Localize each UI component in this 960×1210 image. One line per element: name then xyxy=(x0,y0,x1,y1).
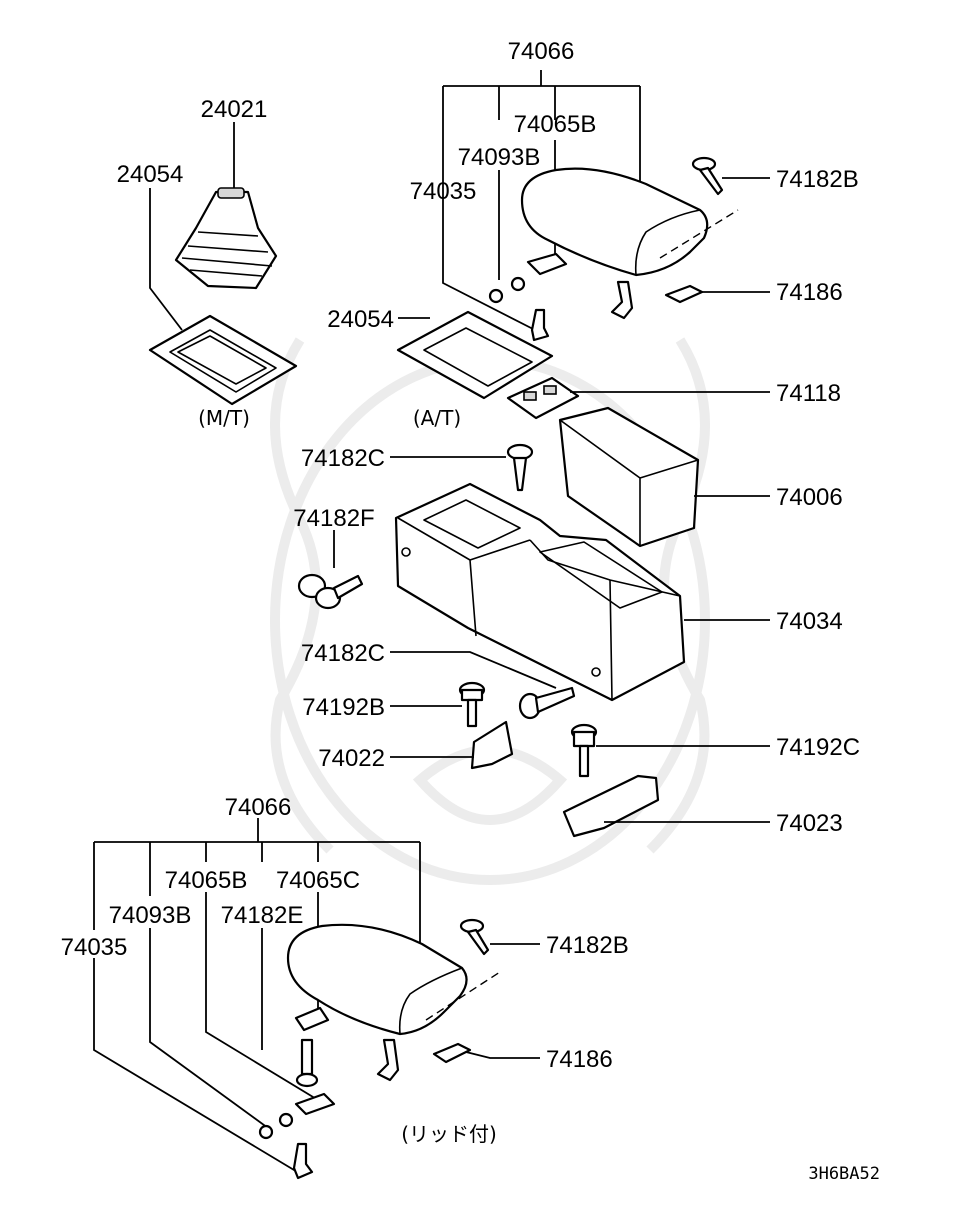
mt-panel-24054 xyxy=(148,314,298,406)
label-74022: 74022 xyxy=(318,745,385,772)
label-74182B-bottom: 74182B xyxy=(546,932,629,959)
tray-74006 xyxy=(558,406,700,548)
screw-74182E xyxy=(295,1038,319,1088)
armrest-lid-top xyxy=(520,167,709,277)
note-lid: (リッド付) xyxy=(401,1122,497,1146)
label-74093B-bottom: 74093B xyxy=(109,902,192,929)
latch-74065B-top xyxy=(526,252,568,276)
label-74065B-bottom: 74065B xyxy=(165,867,248,894)
spring-74093B-top xyxy=(488,276,526,304)
knob-74035-bottom xyxy=(292,1142,314,1180)
label-74118: 74118 xyxy=(776,380,841,407)
clip-74186-bottom xyxy=(432,1042,472,1064)
armrest-hinge xyxy=(610,280,634,320)
bolt-74192C xyxy=(570,723,598,778)
screw-74182B-top xyxy=(691,156,724,196)
bracket-74022 xyxy=(470,720,514,770)
label-74065C-bottom: 74065C xyxy=(276,867,360,894)
screw-74182C-lower xyxy=(518,686,576,720)
spring-74093B-bottom xyxy=(258,1112,294,1140)
label-24054-mt: 24054 xyxy=(117,161,184,188)
latch-74065C xyxy=(294,1006,330,1032)
console-group xyxy=(297,406,770,838)
label-74035-bottom: 74035 xyxy=(61,934,128,961)
part-labels: 74066 74065B 74093B 74035 74182B 74186 2… xyxy=(61,38,880,1184)
label-74066-top: 74066 xyxy=(508,38,575,65)
label-74093B-top: 74093B xyxy=(458,144,541,171)
label-74066-bottom: 74066 xyxy=(225,794,292,821)
label-74192C: 74192C xyxy=(776,734,860,761)
label-74182C-lower: 74182C xyxy=(301,640,385,667)
label-74182E-bottom: 74182E xyxy=(221,902,304,929)
label-74192B: 74192B xyxy=(302,694,385,721)
label-74035-top: 74035 xyxy=(410,178,477,205)
bolt-74192B xyxy=(458,681,486,728)
switch-74118 xyxy=(506,376,580,420)
screw-74182B-bottom xyxy=(459,918,490,956)
screw-74182C-upper xyxy=(506,443,534,492)
armrest-hinge-bottom xyxy=(376,1038,400,1082)
label-74006: 74006 xyxy=(776,484,843,511)
bottom-armrest-group xyxy=(93,818,540,1180)
label-74186-top: 74186 xyxy=(776,279,843,306)
note-mt: (M/T) xyxy=(198,406,250,430)
label-74186-bottom: 74186 xyxy=(546,1046,613,1073)
shift-boot-group xyxy=(148,122,298,406)
label-74182F: 74182F xyxy=(293,505,374,532)
latch-74065B-bottom xyxy=(294,1092,336,1116)
label-74034: 74034 xyxy=(776,608,843,635)
label-74023: 74023 xyxy=(776,810,843,837)
label-24021: 24021 xyxy=(201,96,268,123)
clip-74186-top xyxy=(664,284,704,304)
label-74065B-top: 74065B xyxy=(514,111,597,138)
at-panel-group xyxy=(396,310,770,420)
grommet-74182F xyxy=(297,573,364,610)
label-74182B-top: 74182B xyxy=(776,166,859,193)
note-at: (A/T) xyxy=(413,406,461,430)
label-24054-at: 24054 xyxy=(327,306,394,333)
bracket-74023 xyxy=(562,774,660,838)
armrest-lid-bottom xyxy=(286,923,468,1036)
knob-74035-top xyxy=(530,308,550,342)
top-armrest-group xyxy=(442,70,770,342)
label-74182C-upper: 74182C xyxy=(301,445,385,472)
at-panel-24054 xyxy=(396,310,554,400)
diagram-code: 3H6BA52 xyxy=(808,1164,880,1184)
